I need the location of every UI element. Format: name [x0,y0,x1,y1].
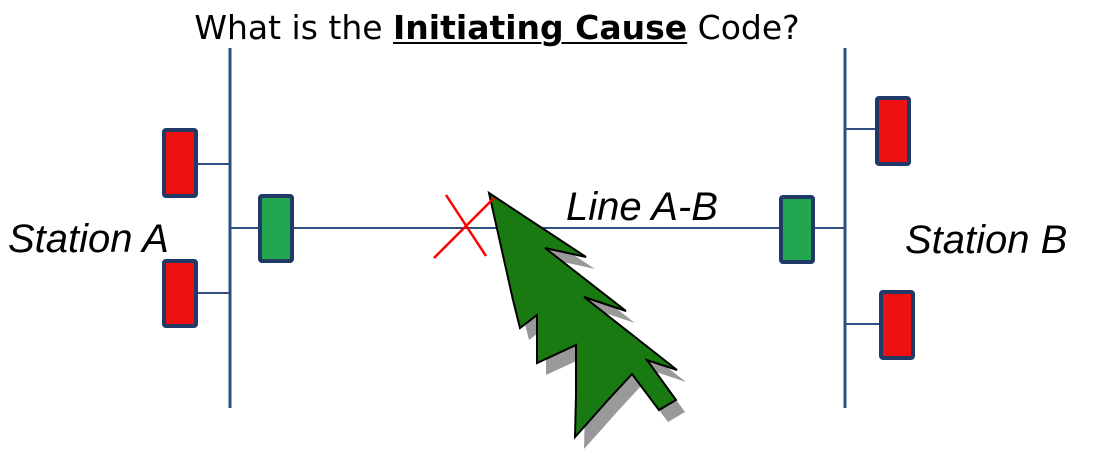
title-prefix: What is the [194,8,394,47]
fault-x-icon [433,194,495,259]
station-a-lower-breaker [162,259,198,328]
line-a-b-label: Line A-B [566,185,718,229]
station-b-label: Station B [905,218,1068,262]
title-emphasis: Initiating Cause [393,8,688,47]
falling-tree-icon [487,190,678,440]
line-a-b-breaker-station-a [258,194,294,263]
diagram-title: What is the Initiating Cause Code? [0,8,994,48]
line-a-b-breaker-station-b [779,195,815,264]
station-a-upper-breaker [162,128,198,198]
station-a-label: Station A [8,217,169,261]
station-b-lower-breaker [879,290,915,360]
station-b-upper-breaker [875,96,911,166]
title-suffix: Code? [687,8,800,47]
